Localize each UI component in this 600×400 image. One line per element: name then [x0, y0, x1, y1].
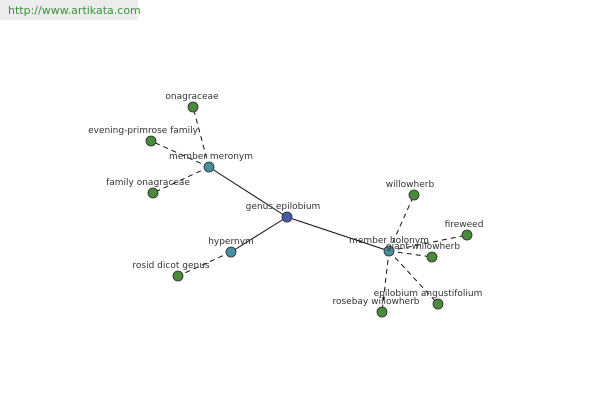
edge-root-meronym: [208, 166, 288, 218]
edge-meronym-evening: [150, 140, 210, 168]
root-node-label[interactable]: genus epilobium: [246, 202, 321, 212]
edge-holonym-giant: [388, 250, 433, 258]
edge-meronym-family: [152, 166, 210, 194]
leaf-node-rosid[interactable]: [172, 270, 184, 282]
edge-root-hypernym: [230, 216, 288, 253]
leaf-node-angust[interactable]: [432, 298, 444, 310]
graph-edges: [150, 106, 468, 313]
leaf-node-fireweed-label[interactable]: fireweed: [445, 220, 484, 230]
leaf-node-giant[interactable]: [426, 251, 438, 263]
edge-hypernym-rosid: [177, 251, 232, 277]
graph-nodes: [145, 101, 473, 318]
root-node[interactable]: [281, 211, 293, 223]
leaf-node-rosid-label[interactable]: rosid dicot genus: [132, 261, 209, 271]
leaf-node-fireweed[interactable]: [461, 229, 473, 241]
graph-labels: genus epilobium member meronym member holo…: [88, 92, 483, 307]
leaf-node-onagraceae[interactable]: [187, 101, 199, 113]
site-url-banner: http://www.artikata.com: [0, 0, 141, 20]
leaf-node-rosebay[interactable]: [376, 306, 388, 318]
leaf-node-rosebay-label[interactable]: rosebay willowherb: [332, 297, 419, 307]
leaf-node-giant-label[interactable]: giant willowherb: [386, 242, 460, 252]
edge-root-holonym: [286, 216, 390, 252]
edge-holonym-fireweed: [388, 234, 468, 252]
leaf-node-family-label[interactable]: family onagraceae: [106, 178, 190, 188]
relation-node-meronym[interactable]: [203, 161, 215, 173]
relation-node-hypernym[interactable]: [225, 246, 237, 258]
relation-node-holonym-label[interactable]: member holonym: [349, 236, 429, 246]
relation-node-holonym[interactable]: [383, 245, 395, 257]
edge-meronym-onagraceae: [192, 106, 210, 168]
edge-holonym-willowherb: [388, 194, 415, 252]
leaf-node-onagraceae-label[interactable]: onagraceae: [165, 92, 219, 102]
leaf-node-willowherb[interactable]: [408, 189, 420, 201]
leaf-node-angust-label[interactable]: epilobium angustifolium: [374, 289, 483, 299]
site-url-text[interactable]: http://www.artikata.com: [8, 4, 141, 17]
leaf-node-family[interactable]: [147, 187, 159, 199]
leaf-node-willowherb-label[interactable]: willowherb: [386, 180, 435, 190]
leaf-node-evening-label[interactable]: evening-primrose family: [88, 126, 198, 136]
relation-node-meronym-label[interactable]: member meronym: [169, 152, 253, 162]
edge-holonym-angust: [388, 250, 439, 305]
leaf-node-evening[interactable]: [145, 135, 157, 147]
relation-node-hypernym-label[interactable]: hypernym: [208, 237, 254, 247]
edge-holonym-rosebay: [381, 250, 390, 313]
